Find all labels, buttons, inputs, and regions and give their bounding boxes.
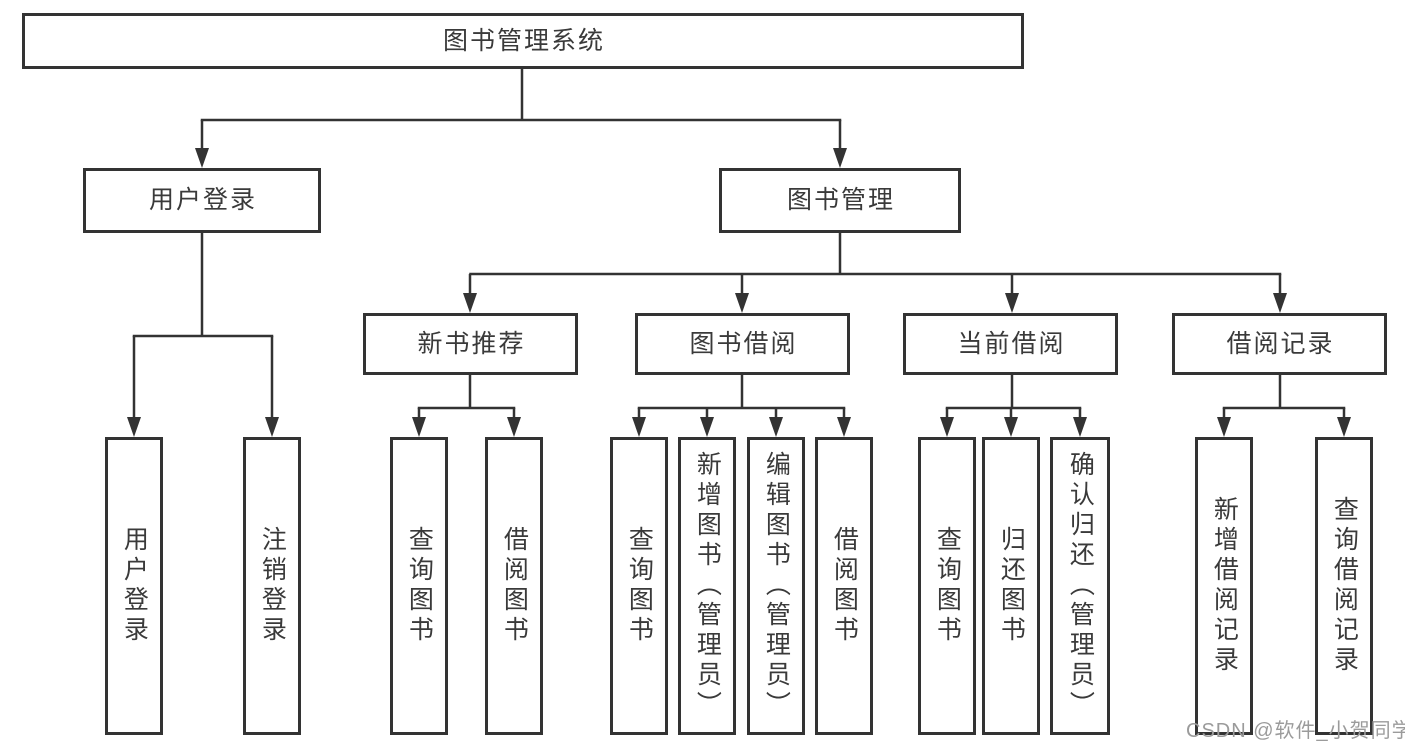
connector-book-management-to-level3 <box>463 232 1287 313</box>
leaf-user-login: 用户登录 <box>105 437 163 735</box>
node-user-login: 用户登录 <box>83 168 321 233</box>
leaf-query-books-borrow: 查询图书 <box>610 437 668 735</box>
connector-borrow-records-to-leaves <box>1217 374 1351 437</box>
connector-current-borrow-to-leaves <box>940 374 1087 437</box>
node-label: 编辑图书（管理员） <box>762 451 791 721</box>
node-book-management: 图书管理 <box>719 168 961 233</box>
leaf-borrow-books: 借阅图书 <box>815 437 873 735</box>
leaf-logout: 注销登录 <box>243 437 301 735</box>
leaf-return-books: 归还图书 <box>982 437 1040 735</box>
node-label: 图书借阅 <box>689 329 798 358</box>
leaf-add-borrow-record: 新增借阅记录 <box>1195 437 1253 735</box>
node-label: 当前借阅 <box>957 329 1066 358</box>
node-label: 借阅图书 <box>830 526 859 646</box>
node-label: 用户登录 <box>120 526 149 646</box>
node-label: 借阅记录 <box>1226 329 1335 358</box>
node-label: 新增借阅记录 <box>1210 496 1239 676</box>
node-current-borrow: 当前借阅 <box>903 313 1118 375</box>
node-label: 查询图书 <box>625 526 654 646</box>
leaf-edit-books-admin: 编辑图书（管理员） <box>747 437 805 735</box>
node-label: 借阅图书 <box>500 526 529 646</box>
connector-user-login-to-children <box>127 232 279 437</box>
node-label: 图书管理 <box>786 186 895 215</box>
leaf-query-borrow-record: 查询借阅记录 <box>1315 437 1373 735</box>
node-root: 图书管理系统 <box>22 13 1024 69</box>
leaf-borrow-books-recommend: 借阅图书 <box>485 437 543 735</box>
node-label: 归还图书 <box>997 526 1026 646</box>
node-book-borrow: 图书借阅 <box>635 313 850 375</box>
node-label: 查询图书 <box>405 526 434 646</box>
leaf-confirm-return-admin: 确认归还（管理员） <box>1050 437 1110 735</box>
node-label: 图书管理系统 <box>442 26 605 55</box>
node-label: 新增图书（管理员） <box>693 451 722 721</box>
leaf-query-books-recommend: 查询图书 <box>390 437 448 735</box>
node-label: 注销登录 <box>258 526 287 646</box>
leaf-add-books-admin: 新增图书（管理员） <box>678 437 736 735</box>
connector-book-borrow-to-leaves <box>632 374 851 437</box>
node-label: 用户登录 <box>148 186 257 215</box>
leaf-query-books-current: 查询图书 <box>918 437 976 735</box>
node-label: 新书推荐 <box>417 329 526 358</box>
node-new-book-recommend: 新书推荐 <box>363 313 578 375</box>
node-label: 查询图书 <box>933 526 962 646</box>
watermark: CSDN @软件_小贺同学 <box>1186 720 1405 742</box>
node-label: 查询借阅记录 <box>1330 496 1359 676</box>
connector-new-book-recommend-to-leaves <box>412 374 521 437</box>
connector-root-to-level2 <box>195 68 847 168</box>
node-label: 确认归还（管理员） <box>1066 451 1095 721</box>
node-borrow-records: 借阅记录 <box>1172 313 1387 375</box>
